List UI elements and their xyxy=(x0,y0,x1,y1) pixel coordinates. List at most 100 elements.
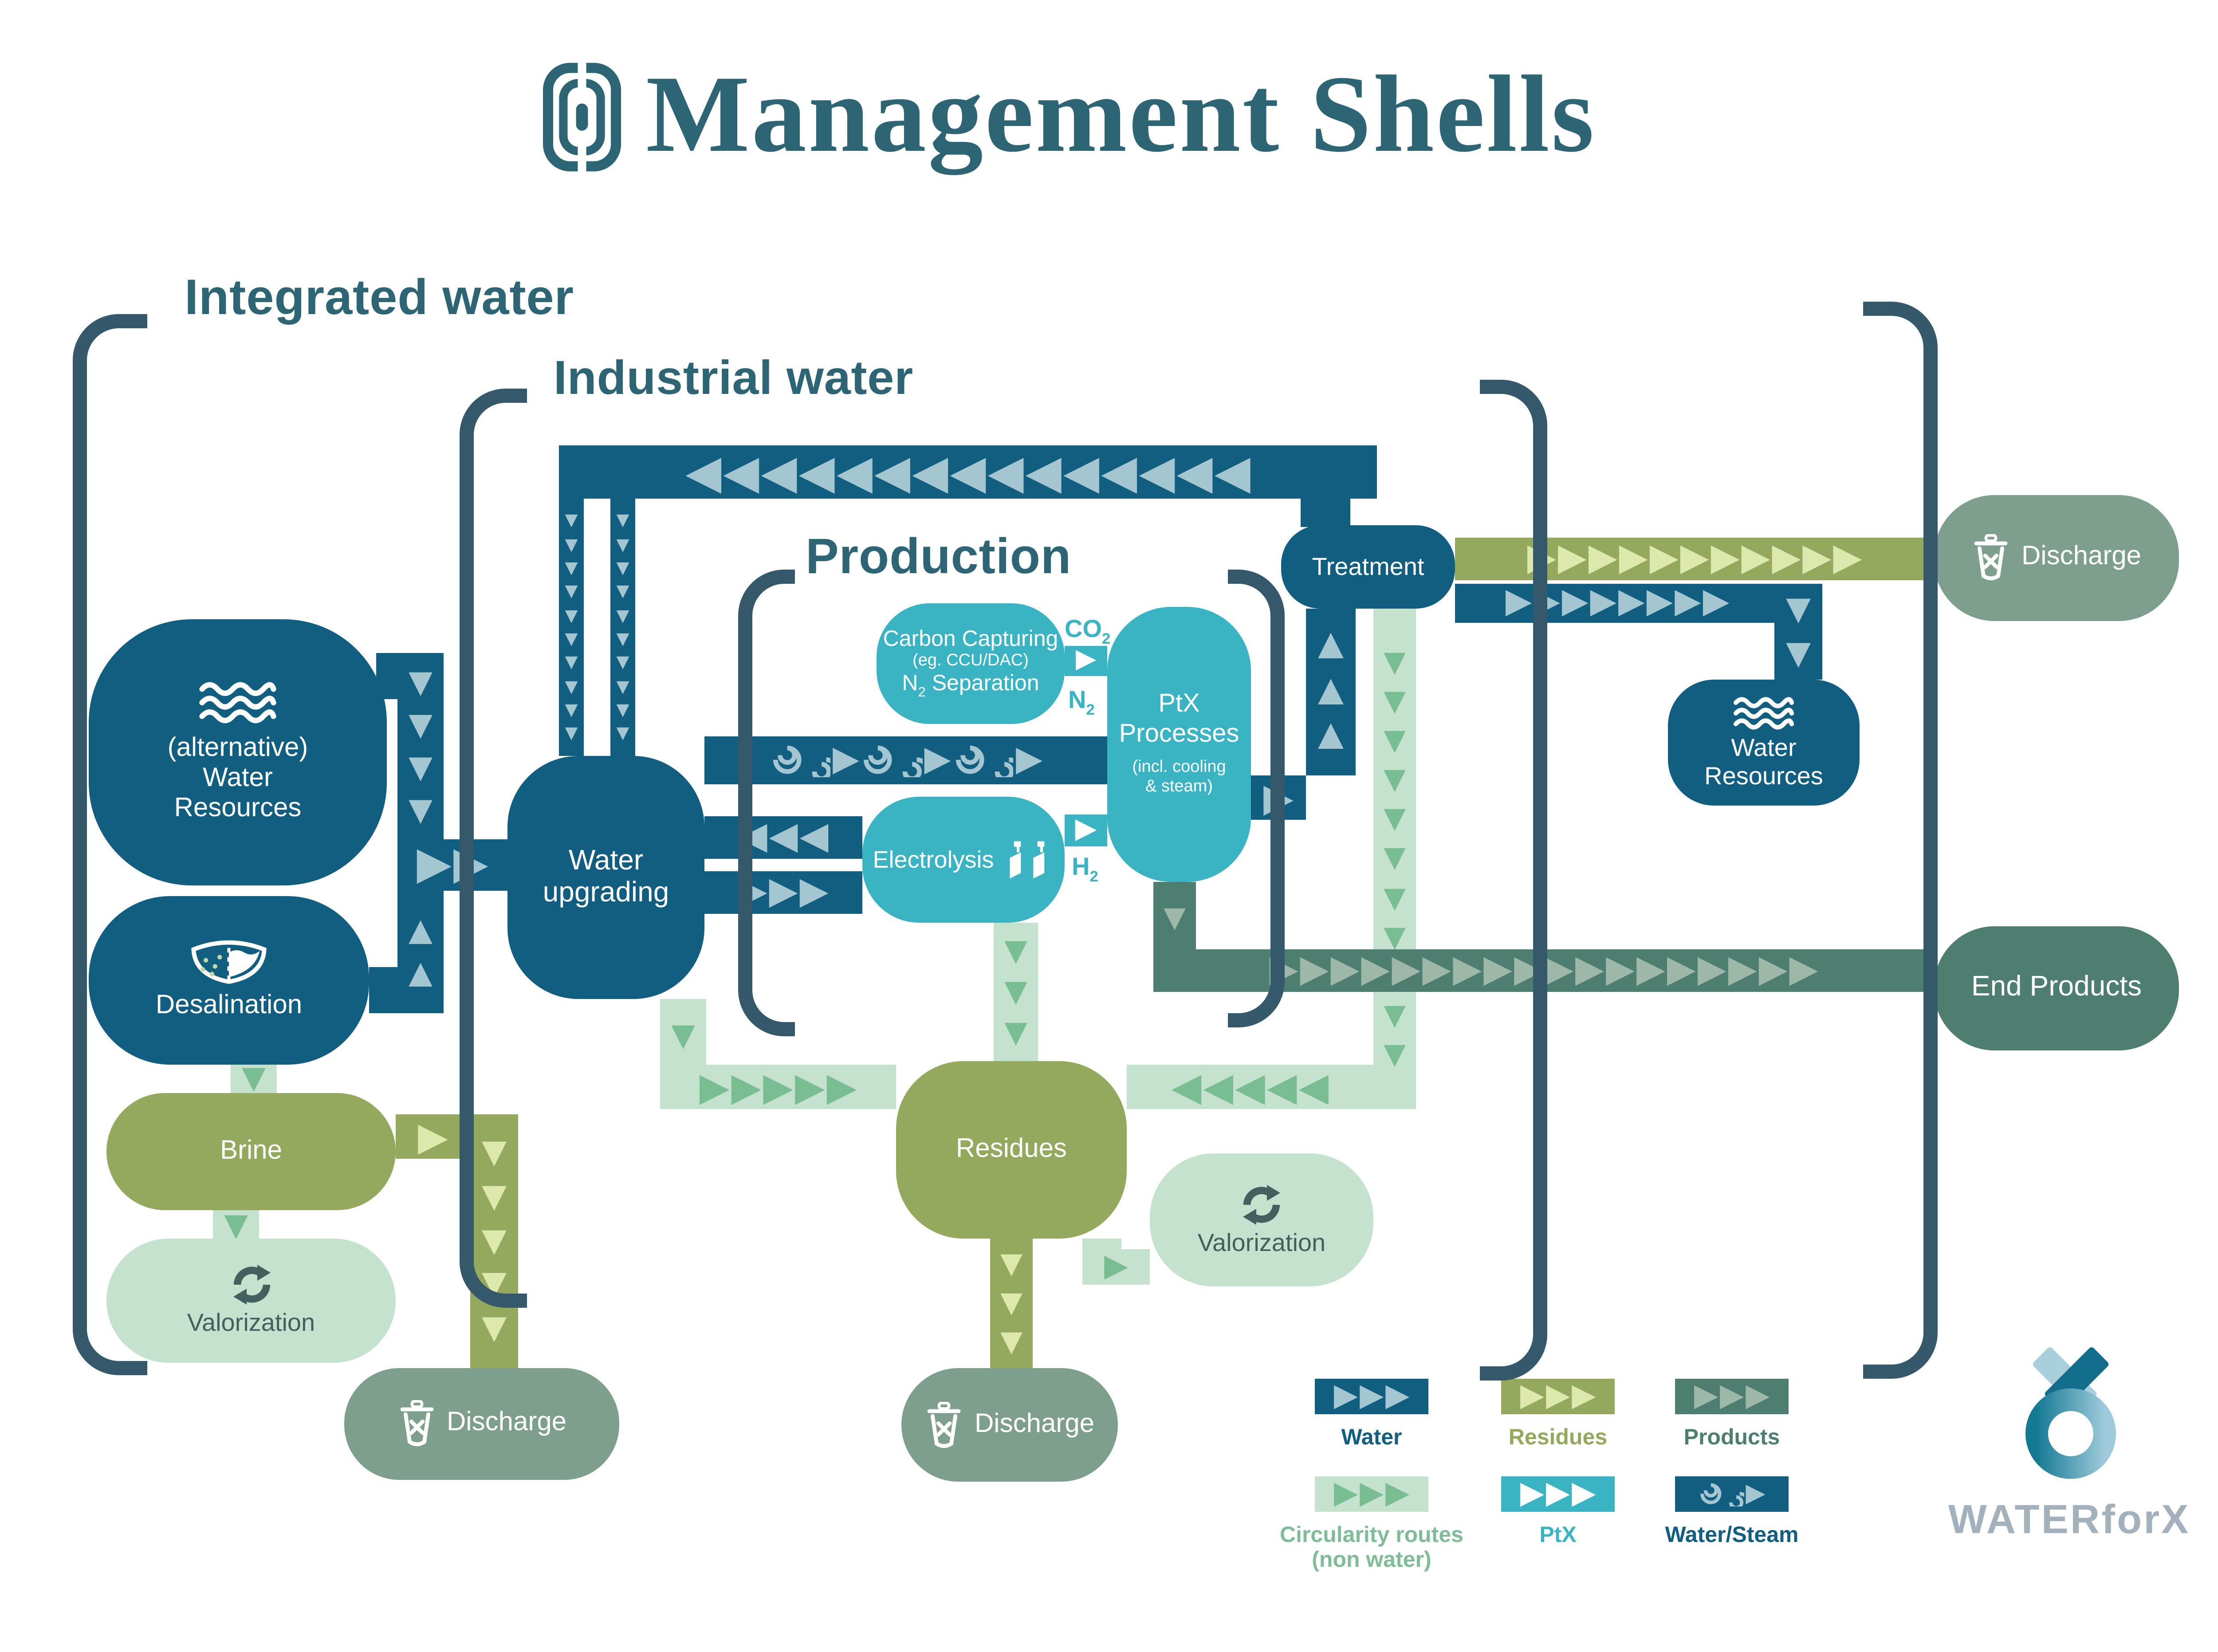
waterforx-wordmark: WATERforX xyxy=(1948,1496,2190,1542)
legend-circularity-line2: (non water) xyxy=(1312,1548,1431,1573)
discharge-trash-icon xyxy=(1974,534,2008,581)
node-label: Treatment xyxy=(1312,551,1424,580)
node-discharge-right: Discharge xyxy=(1934,495,2179,621)
node-sublabel: & steam) xyxy=(1145,777,1213,797)
water-band-desalination-up: ▲▲ xyxy=(397,891,444,1013)
node-carbon-capturing: Carbon Capturing (eg. CCU/DAC) N2 Separa… xyxy=(877,603,1065,724)
node-label: Discharge xyxy=(2021,541,2142,572)
legend-water-steam-label: Water/Steam xyxy=(1665,1522,1799,1547)
circularity-band-desalination-to-brine: ▼ xyxy=(231,1059,277,1097)
water-steam-band-upgrading-to-ptx: ▶▶▶ xyxy=(704,736,1107,784)
water-drop-icon xyxy=(2025,1347,2116,1479)
node-label: Desalination xyxy=(155,990,303,1021)
node-label: Water xyxy=(203,763,273,794)
group-label-production: Production xyxy=(806,529,1072,584)
legend-ptx-band: ▶▶▶ xyxy=(1501,1476,1615,1512)
node-sublabel: (eg. CCU/DAC) xyxy=(912,650,1029,670)
node-discharge-left: Discharge xyxy=(344,1368,619,1480)
recycle-icon xyxy=(1243,1184,1280,1224)
residues-band-brine-out: ▶ xyxy=(396,1114,470,1159)
discharge-trash-icon xyxy=(928,1401,961,1447)
legend-circularity-band: ▶▶▶ xyxy=(1315,1476,1428,1512)
node-discharge-bottom: Discharge xyxy=(901,1368,1118,1482)
node-label: Discharge xyxy=(446,1407,567,1438)
node-label: Carbon Capturing xyxy=(883,625,1058,651)
node-label: Resources xyxy=(174,793,302,823)
circularity-band-into-residues-left: ▶▶▶▶▶ xyxy=(660,1065,896,1109)
node-label: Electrolysis xyxy=(873,846,994,873)
water-band-electrolysis-to-upgrading: ◀◀◀ xyxy=(704,816,862,859)
n2-label: N2 xyxy=(1068,685,1095,719)
circularity-band-electrolysis-to-residues: ▼▼▼ xyxy=(994,923,1038,1061)
ptx-band-co2: ▶ xyxy=(1065,646,1107,676)
circularity-band-treatment-down: ▼▼▼▼▼▼▼▼▼▼▼ xyxy=(1373,609,1416,1109)
legend-ptx-label: PtX xyxy=(1539,1522,1577,1547)
water-pipe-treatment-top xyxy=(1301,499,1350,527)
node-electrolysis: Electrolysis xyxy=(862,797,1065,923)
legend-residues-band: ▶▶▶ xyxy=(1501,1379,1615,1414)
recycle-icon xyxy=(232,1265,270,1305)
group-label-integrated-water: Integrated water xyxy=(185,270,574,325)
desalination-basin-icon xyxy=(191,940,267,984)
integrated-water-bracket-left xyxy=(73,314,147,1375)
node-label: (alternative) xyxy=(167,733,308,764)
node-label: Residues xyxy=(956,1133,1067,1164)
discharge-trash-icon xyxy=(400,1400,433,1447)
legend-circularity-label: Circularity routes (non water) xyxy=(1262,1522,1482,1573)
node-label: Valorization xyxy=(187,1308,315,1337)
node-water-resources-right: Water Resources xyxy=(1668,680,1860,806)
node-label: upgrading xyxy=(543,877,669,908)
circularity-band-upgrading-down: ▼ xyxy=(660,999,706,1070)
legend-circularity-line1: Circularity routes xyxy=(1279,1522,1463,1547)
residues-band-residues-to-discharge: ▼▼▼ xyxy=(990,1239,1033,1368)
production-bracket-right xyxy=(1228,570,1285,1027)
node-valorization-right: Valorization xyxy=(1150,1153,1373,1286)
node-label: Water xyxy=(568,846,644,876)
group-label-industrial-water: Industrial water xyxy=(554,351,913,405)
node-water-upgrading: Water upgrading xyxy=(507,756,704,999)
circularity-band-brine-to-valorization: ▼ xyxy=(213,1207,259,1242)
node-treatment: Treatment xyxy=(1281,525,1455,609)
node-label: Discharge xyxy=(974,1408,1095,1439)
title-text: Management Shells xyxy=(646,55,1596,176)
node-label: End Products xyxy=(1971,972,2142,1003)
circularity-band-residues-to-valorization: ▶ xyxy=(1082,1249,1150,1285)
node-desalination: Desalination xyxy=(89,896,369,1065)
water-band-down-to-resources: ▼▼ xyxy=(1774,584,1822,680)
production-bracket-left xyxy=(738,570,795,1036)
node-label: Resources xyxy=(1704,760,1823,789)
waves-icon xyxy=(1733,696,1794,729)
node-residues: Residues xyxy=(896,1061,1127,1239)
ptx-band-h2: ▶ xyxy=(1065,814,1107,846)
water-pipe-desalination-out xyxy=(369,967,401,1013)
node-ptx-processes: PtX Processes (incl. cooling & steam) xyxy=(1107,607,1251,882)
industrial-water-bracket-left xyxy=(460,389,527,1308)
co2-label: CO2 xyxy=(1065,614,1111,648)
node-end-products: End Products xyxy=(1934,926,2179,1050)
node-brine: Brine xyxy=(106,1093,396,1210)
node-label: Valorization xyxy=(1197,1227,1326,1256)
node-valorization-left: Valorization xyxy=(106,1239,396,1363)
node-label: N2 Separation xyxy=(902,671,1039,700)
water-band-ptx-to-treatment: ▲▲▲ xyxy=(1306,609,1356,775)
waterforx-logo xyxy=(1998,1341,2143,1496)
legend-water-band: ▶▶▶ xyxy=(1315,1379,1428,1414)
node-alt-water-resources: (alternative) Water Resources xyxy=(89,619,387,885)
water-band-alt-resources-down: ▼▼▼▼ xyxy=(397,653,444,839)
legend-products-band: ▶▶▶ xyxy=(1675,1379,1789,1414)
waves-icon xyxy=(199,682,276,724)
shell-icon xyxy=(543,62,621,171)
water-band-treatment-to-resources: ▶▶▶▶▶▶▶▶ xyxy=(1455,584,1780,623)
water-band-top-leg-1: ▼▼▼▼▼▼▼▼▼▼ xyxy=(559,499,584,756)
legend-products-label: Products xyxy=(1683,1425,1780,1450)
industrial-water-bracket-right xyxy=(1480,380,1547,1381)
integrated-water-bracket-right xyxy=(1863,302,1938,1379)
legend-water-steam-band: ▶ xyxy=(1675,1476,1789,1512)
legend-water-label: Water xyxy=(1341,1425,1402,1450)
products-band-ptx-down: ▼ xyxy=(1153,882,1196,956)
node-sublabel: (incl. cooling xyxy=(1132,757,1226,777)
node-label: Water xyxy=(1731,732,1797,761)
node-label: PtX xyxy=(1158,691,1200,720)
water-band-top-leg-2: ▼▼▼▼▼▼▼▼▼▼ xyxy=(610,499,635,756)
